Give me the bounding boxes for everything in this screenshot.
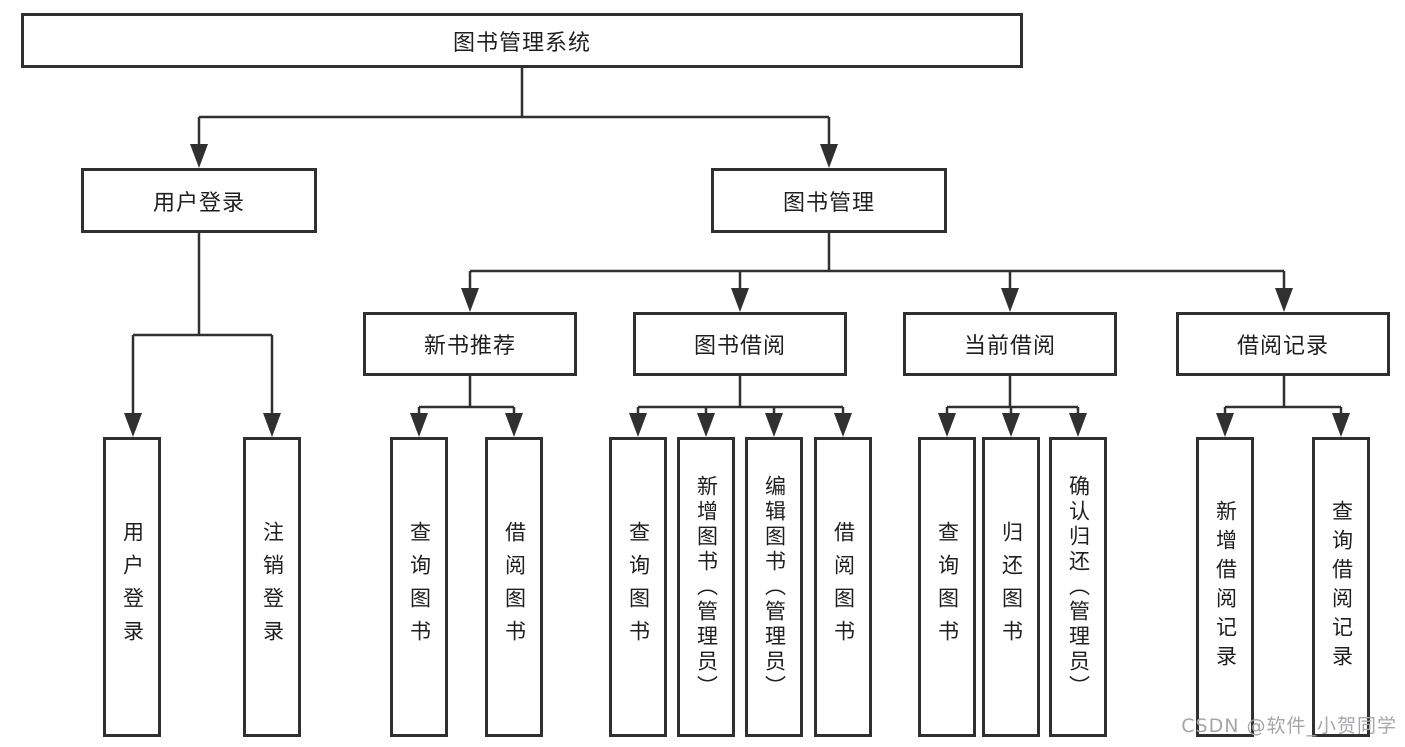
connector-book-management-children (461, 233, 1293, 312)
leaf-borrow-book-label: 借阅图书 (831, 521, 856, 653)
leaf-query-borrow-record-label: 查询借阅记录 (1329, 500, 1354, 674)
leaf-add-borrow-record-label: 新增借阅记录 (1213, 500, 1238, 674)
leaf-add-book-admin-label: 新增图书（管理员） (694, 474, 719, 700)
node-book-borrow-label: 图书借阅 (693, 334, 786, 359)
node-book-management-label: 图书管理 (782, 190, 875, 216)
leaf-borrow-book-recommend-label: 借阅图书 (502, 521, 527, 653)
leaf-confirm-return-admin: 确认归还（管理员） (1049, 437, 1107, 737)
leaf-add-borrow-record: 新增借阅记录 (1196, 437, 1254, 737)
leaf-confirm-return-admin-label: 确认归还（管理员） (1066, 474, 1091, 700)
connector-book-borrow-children (629, 376, 852, 437)
leaf-edit-book-admin: 编辑图书（管理员） (745, 437, 803, 737)
leaf-query-book-current: 查询图书 (918, 437, 976, 737)
node-new-book-recommend-label: 新书推荐 (423, 334, 516, 359)
leaf-return-book-label: 归还图书 (999, 521, 1024, 653)
leaf-query-book-current-label: 查询图书 (935, 521, 960, 653)
leaf-user-login: 用户登录 (103, 437, 161, 737)
connector-new-book-recommend-children (410, 376, 523, 437)
connector-borrow-record-children (1216, 376, 1350, 437)
leaf-query-book-recommend: 查询图书 (390, 437, 448, 737)
leaf-query-book-borrow-label: 查询图书 (626, 521, 651, 653)
leaf-add-book-admin: 新增图书（管理员） (677, 437, 735, 737)
connector-root-to-level2 (190, 68, 838, 168)
leaf-logout-login: 注销登录 (243, 437, 301, 737)
node-book-management: 图书管理 (711, 168, 947, 233)
connector-current-borrow-children (938, 376, 1087, 437)
leaf-return-book: 归还图书 (982, 437, 1040, 737)
node-user-login-label: 用户登录 (152, 190, 245, 216)
leaf-borrow-book: 借阅图书 (814, 437, 872, 737)
node-borrow-record: 借阅记录 (1176, 312, 1390, 376)
node-book-borrow: 图书借阅 (633, 312, 847, 376)
connector-user-login-children (124, 233, 281, 437)
node-new-book-recommend: 新书推荐 (363, 312, 577, 376)
node-borrow-record-label: 借阅记录 (1236, 334, 1329, 359)
leaf-edit-book-admin-label: 编辑图书（管理员） (762, 474, 787, 700)
csdn-watermark: CSDN @软件_小贺同学 (1181, 715, 1397, 737)
leaf-query-book-borrow: 查询图书 (609, 437, 667, 737)
node-root-system: 图书管理系统 (21, 13, 1023, 68)
node-current-borrow-label: 当前借阅 (963, 334, 1056, 359)
leaf-borrow-book-recommend: 借阅图书 (485, 437, 543, 737)
leaf-query-book-recommend-label: 查询图书 (407, 521, 432, 653)
leaf-user-login-label: 用户登录 (120, 521, 145, 653)
leaf-query-borrow-record: 查询借阅记录 (1312, 437, 1370, 737)
node-root-label: 图书管理系统 (452, 30, 591, 56)
node-current-borrow: 当前借阅 (903, 312, 1117, 376)
leaf-logout-login-label: 注销登录 (260, 521, 285, 653)
node-user-login: 用户登录 (81, 168, 317, 233)
